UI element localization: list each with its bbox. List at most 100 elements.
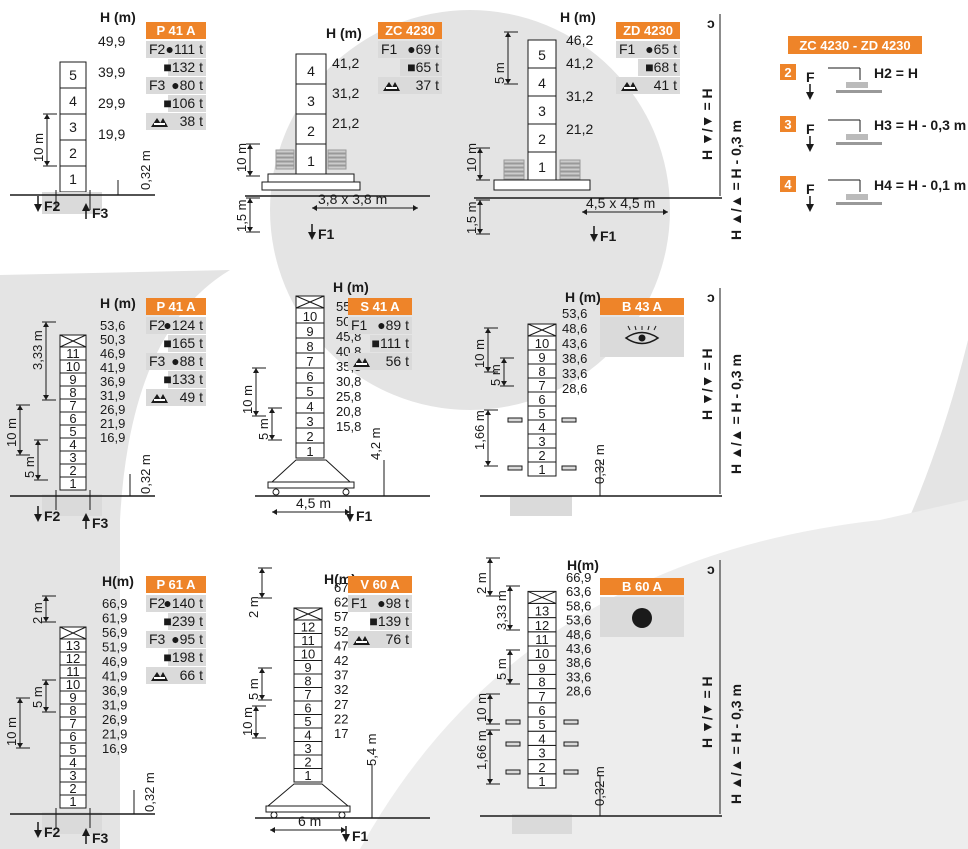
tower-section-label: 4 <box>307 63 315 79</box>
tower-section-label: 4 <box>538 731 545 746</box>
tower-section-label: 11 <box>66 664 80 679</box>
load-table-p61a-value: ●140 t <box>163 595 203 611</box>
tower-section-label: 6 <box>69 411 76 426</box>
dim-5m-arrow-top <box>43 680 49 685</box>
height-value: 49,9 <box>98 33 125 49</box>
height-value: 36,9 <box>102 683 127 698</box>
height-value: 56,9 <box>102 625 127 640</box>
height-value: 33,6 <box>566 669 591 684</box>
tower-section-label: 13 <box>535 604 549 619</box>
load-table-p61a-row-bg <box>168 613 206 630</box>
ballast-plate <box>503 167 525 172</box>
height-value: 31,2 <box>332 85 359 101</box>
height-value: 21,2 <box>566 121 593 137</box>
load-table-p41a-mid-row-bg <box>146 317 206 334</box>
tower-section <box>527 123 557 153</box>
height-value: 61,9 <box>102 611 127 626</box>
dim-5m-arrow-bottom <box>43 707 49 712</box>
height-value: 22 <box>334 711 348 726</box>
height-value: 17 <box>334 726 348 741</box>
dim-5m-arrow-top <box>259 668 265 673</box>
tower-section-label: 3 <box>538 103 546 119</box>
legend-title-bar <box>788 36 922 54</box>
tower-section <box>295 143 327 175</box>
eye-icon-lash <box>647 325 650 331</box>
height-value: 39,9 <box>98 64 125 80</box>
dim-10m-arrow-top <box>247 144 253 149</box>
height-value: 53,6 <box>566 613 591 628</box>
load-table-p41a-top-value: ■106 t <box>163 95 203 111</box>
ballast-plate <box>559 163 581 168</box>
load-table-s41a-anchor-bolt-icon <box>353 358 370 367</box>
tower-section-label: 2 <box>538 131 546 147</box>
tower-section <box>295 113 327 145</box>
dim-5m-arrow-bottom <box>507 679 513 684</box>
panel-b43a: B 43 A <box>600 298 684 357</box>
dim-166-arrow-top <box>487 730 493 735</box>
load-table-s41a-title-bar <box>348 298 412 315</box>
dim-10m-label: 10 m <box>31 133 46 162</box>
height-value: 43,6 <box>566 641 591 656</box>
load-table-p41a-mid-value: 49 t <box>180 389 203 405</box>
tower-section-label: 4 <box>306 399 313 414</box>
tower-section-label: 4 <box>69 755 76 770</box>
height-value: 32 <box>334 682 348 697</box>
dim-54-label: 5,4 m <box>364 733 379 766</box>
height-value: 53,6 <box>100 318 125 333</box>
tower-section-label: 12 <box>535 618 549 633</box>
load-table-p41a-mid-anchor-bolt-icon <box>151 394 168 403</box>
tower-section-label: 7 <box>306 354 313 369</box>
tower-section-label: 7 <box>304 687 311 702</box>
dim-10m-arrow-top <box>485 328 491 333</box>
dim-2m-label: 2 m <box>474 572 489 594</box>
tower-section-label: 9 <box>69 372 76 387</box>
dim-10m-arrow-bottom <box>247 171 253 176</box>
dim-5m-arrow-bottom <box>35 475 41 480</box>
height-value: 31,9 <box>100 388 125 403</box>
tower-section-label: 8 <box>538 675 545 690</box>
eye-icon-lash <box>653 325 657 331</box>
load-table-p41a-mid-value: ●124 t <box>163 317 203 333</box>
legend-step-badge <box>780 176 796 192</box>
load-table-p41a-mid-row-bg <box>168 335 206 352</box>
force-f1-head <box>342 834 350 842</box>
eye-icon <box>624 325 660 345</box>
tower-section-label: 5 <box>306 384 313 399</box>
height-value: 57 <box>334 609 348 624</box>
legend-formula: H3 = H - 0,3 m <box>874 117 966 133</box>
h-axis-label: H(m) <box>102 573 134 589</box>
legend-step-number: 2 <box>784 65 791 80</box>
load-table-p41a-mid-value: ■165 t <box>163 335 203 351</box>
load-table-p41a-top-value: ●111 t <box>165 41 203 57</box>
tower-section-label: 4 <box>538 75 546 91</box>
dim-166-label: 1,66 m <box>474 730 489 770</box>
legend-step-number: 4 <box>784 177 792 192</box>
load-table-zd4230-force-label: F1 <box>619 41 636 57</box>
height-value: 27 <box>334 697 348 712</box>
ballast-plate <box>503 175 525 180</box>
bg-shape-bottom <box>360 500 968 849</box>
height-value: 41,9 <box>102 669 127 684</box>
ballast-plate <box>503 163 525 168</box>
dim-10m-arrow-bottom <box>17 743 23 748</box>
dim-base-label: 3,8 x 3,8 m <box>318 191 387 207</box>
height-value: 37 <box>334 668 348 683</box>
dim-base-arrow-right <box>345 509 350 515</box>
ballast-plate <box>275 165 295 170</box>
dim-333-arrow-top <box>507 586 513 591</box>
legend-force-arrow-head <box>806 204 814 212</box>
dim-10m-arrow-top <box>477 148 483 153</box>
wheel <box>272 488 280 496</box>
load-table-p41a-top-value: ■132 t <box>163 59 203 75</box>
tower-section-label: 11 <box>301 633 315 648</box>
dim-42-label: 4,2 m <box>368 427 383 460</box>
load-table-s41a: S 41 AF1●89 t■111 t56 t <box>348 298 412 370</box>
side-formula-left: H ▼/▼ = H <box>699 88 715 160</box>
force-f3-head <box>82 203 90 211</box>
load-table-p61a: P 61 AF2●140 t■239 tF3●95 t■198 t66 t <box>146 576 206 684</box>
load-table-p41a-top-row-bg <box>168 95 206 112</box>
